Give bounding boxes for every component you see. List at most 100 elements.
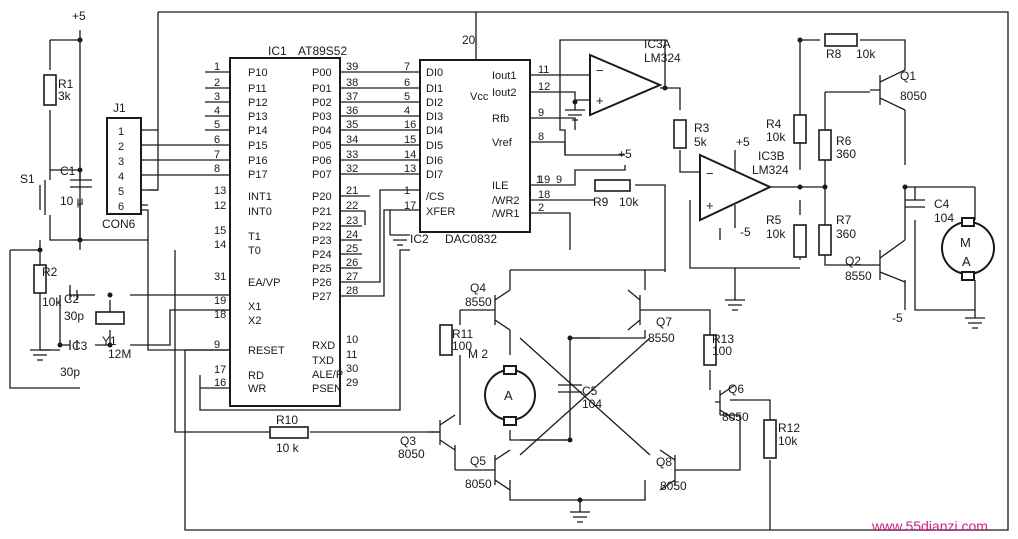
svg-text:10k: 10k (856, 47, 876, 61)
watermark-text: www.55dianzi.com (871, 518, 988, 534)
ic1-pin-label: EA/VP (248, 277, 280, 289)
ic2-pin-number: 6 (404, 77, 410, 89)
j1-part: CON6 (102, 217, 136, 231)
svg-text:8050: 8050 (660, 479, 687, 493)
ic1-pin-number: 33 (346, 149, 358, 161)
svg-text:8550: 8550 (465, 295, 492, 309)
ic1-ref: IC1 (268, 44, 287, 58)
ic1-pin-label: INT0 (248, 206, 272, 218)
ic2-pin-label: Rfb (492, 113, 509, 125)
ic1-pin-label: P03 (312, 111, 332, 123)
ic1-pin-number: 17 (214, 364, 226, 376)
ic2-pin-label: DI4 (426, 125, 443, 137)
svg-text:-5: -5 (892, 311, 903, 325)
ic1-pin-number: 36 (346, 105, 358, 117)
svg-text:10k: 10k (766, 227, 786, 241)
ic1-pin-number: 16 (214, 377, 226, 389)
ic1-pin-label: X2 (248, 315, 261, 327)
transistors (430, 69, 906, 491)
ic1-pin-label: X1 (248, 301, 261, 313)
ic1-pin-number: 21 (346, 185, 358, 197)
ic1-pin-number: 29 (346, 377, 358, 389)
motor-m2: A (484, 365, 536, 426)
r13 (703, 334, 717, 366)
ic1-pin-number: 22 (346, 200, 358, 212)
svg-text:R10: R10 (276, 413, 298, 427)
ic2-pin-label: Iout2 (492, 87, 516, 99)
svg-text:R7: R7 (836, 213, 852, 227)
ic2-pin-label: ILE (492, 180, 509, 192)
svg-text:100: 100 (452, 339, 472, 353)
ic1-pin-label: P14 (248, 125, 268, 137)
svg-text:C5: C5 (582, 384, 598, 398)
ic2-pin-number: 19 (538, 174, 550, 186)
ic1-pin-number: 28 (346, 285, 358, 297)
ic1-pin-label: RESET (248, 345, 285, 357)
svg-text:R5: R5 (766, 213, 782, 227)
ic2-pin-label: /CS (426, 191, 444, 203)
svg-text:+5: +5 (618, 147, 632, 161)
ic2-pin-label: DI6 (426, 155, 443, 167)
ic2-part: DAC0832 (445, 232, 497, 246)
ic2-pin-number: 2 (538, 202, 544, 214)
ic2-pin-number: 4 (404, 105, 410, 117)
svg-text:Q2: Q2 (845, 254, 861, 268)
ic1-pin-label: P15 (248, 140, 268, 152)
r8 (824, 33, 858, 47)
vcc-top: +5 (72, 9, 86, 23)
ic2-pin-number: 5 (404, 91, 410, 103)
resistors (33, 33, 858, 459)
ic2-pin-number: 14 (404, 149, 416, 161)
svg-text:S1: S1 (20, 172, 35, 186)
ic1-pin-label: PSEN (312, 383, 342, 395)
ic1-pin-number: 5 (214, 119, 220, 131)
ic1-pin-number: 18 (214, 309, 226, 321)
ic1-pin-label: ALE/P (312, 369, 343, 381)
svg-text:Q7: Q7 (656, 315, 672, 329)
svg-text:R1: R1 (58, 77, 74, 91)
ic1-pin-number: 27 (346, 271, 358, 283)
motor-m1-label: M (960, 235, 971, 250)
ic2-pin-label: DI2 (426, 97, 443, 109)
ic1-pin-label: P05 (312, 140, 332, 152)
ic2-pin-number: 8 (538, 131, 544, 143)
svg-text:3k: 3k (58, 89, 72, 103)
ic2-pin-label: DI0 (426, 67, 443, 79)
svg-text:+5: +5 (736, 135, 750, 149)
ic1-pin-number: 39 (346, 61, 358, 73)
ic1-pin-label: TXD (312, 355, 334, 367)
svg-text:Q6: Q6 (728, 382, 744, 396)
svg-text:R8: R8 (826, 47, 842, 61)
ic2-pin-label: Iout1 (492, 70, 516, 82)
svg-text:−: − (706, 166, 714, 181)
ic1-pin-label: T1 (248, 231, 261, 243)
ic1-pin-number: 2 (214, 77, 220, 89)
ic1-pin-label: P06 (312, 155, 332, 167)
ic1-pin-label: RD (248, 370, 264, 382)
ic2-pin-label: DI1 (426, 83, 443, 95)
motor-m2-ammeter: A (504, 388, 513, 403)
ic1-pin-number: 32 (346, 163, 358, 175)
svg-text:R3: R3 (694, 121, 710, 135)
ic1-pin-number: 24 (346, 229, 358, 241)
svg-text:104: 104 (582, 397, 602, 411)
ic1-pin-label: P10 (248, 67, 268, 79)
r9 (594, 179, 631, 192)
ic2-pin-number: 12 (538, 81, 550, 93)
motor-m1-ammeter: A (962, 254, 971, 269)
ic1-pin-label: P20 (312, 191, 332, 203)
r10 (269, 426, 309, 439)
ic1-pin-label: P23 (312, 235, 332, 247)
svg-text:+: + (596, 93, 604, 108)
ic2-pin-number: 1 (404, 185, 410, 197)
ic2-pin-label: DI3 (426, 111, 443, 123)
ic1-pin-number: 35 (346, 119, 358, 131)
ic1-pin-label: P16 (248, 155, 268, 167)
ic1-pin-number: 34 (346, 134, 358, 146)
ic1-pin-label: P24 (312, 249, 332, 261)
ic1-pin-number: 9 (214, 339, 220, 351)
ic2-pin-label: XFER (426, 206, 455, 218)
ic1-pin-label: P21 (312, 206, 332, 218)
opamp-ic3b: −+ (699, 150, 773, 228)
svg-text:-5: -5 (740, 225, 751, 239)
